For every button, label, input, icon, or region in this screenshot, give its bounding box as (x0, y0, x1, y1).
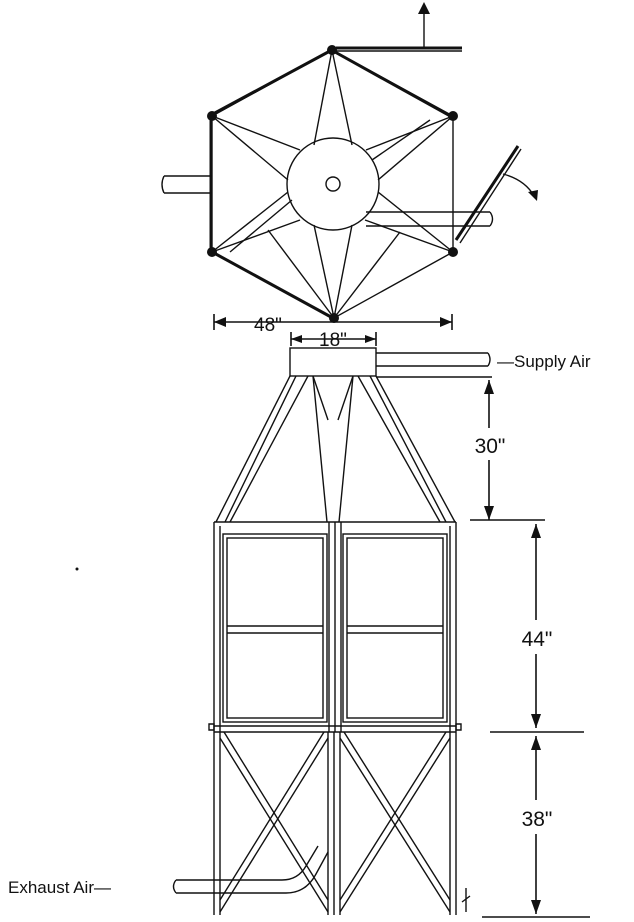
right-door-arrow-head (528, 190, 538, 201)
left-window (222, 533, 328, 723)
left-latch (208, 723, 215, 731)
stand-legs (213, 732, 457, 915)
top-door-arrow-head (418, 2, 430, 14)
top-collar (289, 347, 377, 377)
dim-44-label: 44" (522, 628, 553, 651)
right-supply-pipe (366, 211, 494, 227)
cross-bracing (219, 731, 451, 913)
hexagon-outline (211, 49, 454, 319)
dim-38-label: 38" (522, 808, 553, 831)
supply-air-pipe (376, 352, 491, 367)
top-dimensions: 48" 18" (213, 314, 453, 351)
right-swing-door-thin (459, 148, 522, 244)
left-stub-pipe (161, 175, 212, 194)
hex-joints (207, 45, 458, 323)
exhaust-air-pipe (172, 845, 329, 894)
dim-30-label: 30" (475, 435, 506, 458)
dim-48-label: 48" (254, 315, 282, 336)
front-view: —Supply Air (8, 347, 591, 915)
hex-panel-edge (334, 50, 453, 119)
stray-dot (75, 567, 79, 571)
foot-mark (461, 888, 471, 912)
top-view (161, 2, 538, 323)
right-latch (455, 723, 462, 731)
center-disc (286, 137, 380, 231)
dim-18-label: 18" (319, 330, 347, 351)
cabinet-frame (213, 521, 457, 733)
star-struts (211, 49, 454, 319)
right-swing-door (454, 145, 520, 241)
center-hole (325, 176, 341, 192)
supply-air-label: —Supply Air (497, 352, 591, 371)
right-window (342, 533, 448, 723)
hex-panel-edge (213, 251, 332, 319)
side-dimensions: 30" 44" 38" (465, 380, 590, 918)
pyramid-struts (215, 375, 456, 523)
exhaust-air-label: Exhaust Air— (8, 878, 111, 897)
